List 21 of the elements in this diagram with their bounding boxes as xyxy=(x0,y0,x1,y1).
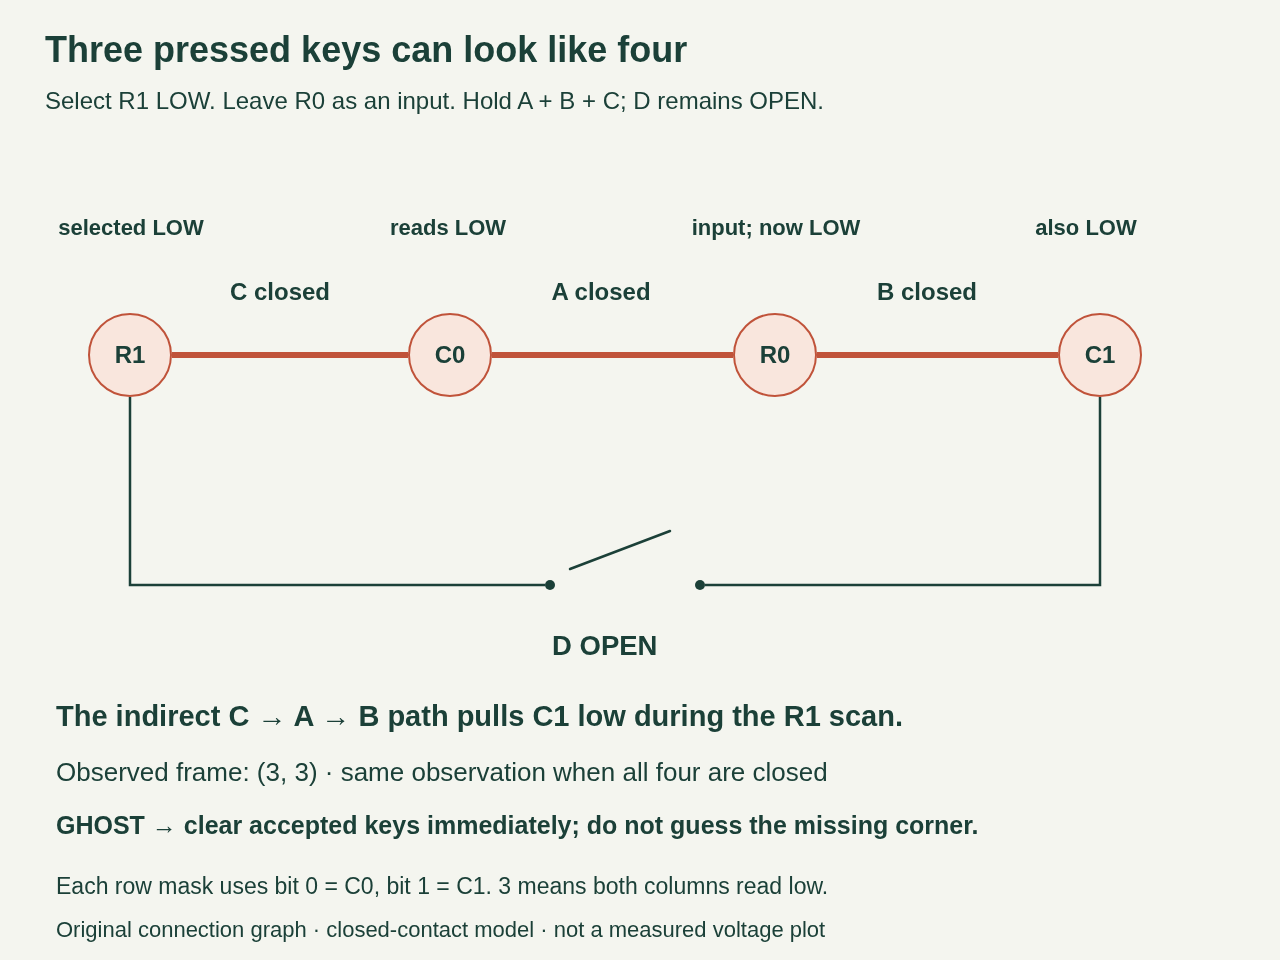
rule-text: GHOST → clear accepted keys immediately; do not guess the missing corner. xyxy=(56,810,979,840)
state-label: reads LOW xyxy=(389,214,507,242)
node-label: R1 xyxy=(114,343,146,367)
state-label: also LOW xyxy=(1035,214,1137,242)
contact-line xyxy=(817,352,1058,358)
title: Three pressed keys can look like four xyxy=(45,28,688,72)
switch-label: D OPEN xyxy=(552,628,658,662)
wire xyxy=(705,397,1102,587)
subtitle: Select R1 LOW. Leave R0 as an input. Hold A + B + C; D remains OPEN. xyxy=(45,86,825,116)
wire xyxy=(128,397,545,587)
state-label: input; now LOW xyxy=(691,214,861,242)
contact-line xyxy=(492,352,733,358)
node-label: R0 xyxy=(759,343,791,367)
note-text: Each row mask uses bit 0 = C0, bit 1 = C1. 3 means both columns read low. xyxy=(56,873,829,901)
contact-line xyxy=(172,352,408,358)
summary-heading: The indirect C → A → B path pulls C1 low during the R1 scan. xyxy=(56,698,903,734)
state-label: selected LOW xyxy=(58,214,204,242)
observation-text: Observed frame: (3, 3) · same observation when all four are closed xyxy=(56,757,828,789)
node-label: C0 xyxy=(434,343,466,367)
node-label: C1 xyxy=(1084,343,1116,367)
footnote-text: Original connection graph · closed-contact model · not a measured voltage plot xyxy=(56,916,826,944)
